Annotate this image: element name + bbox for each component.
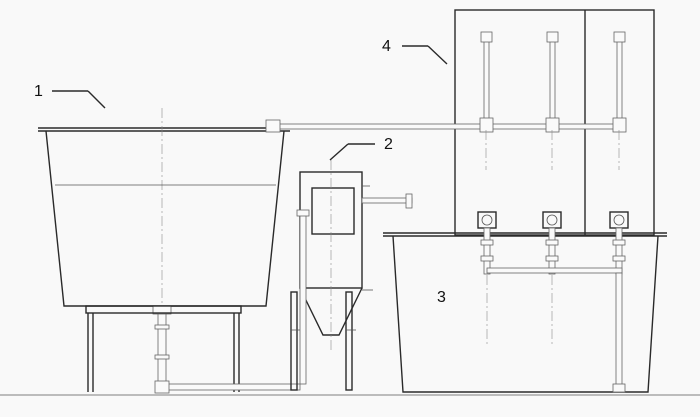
label-tank: 1 <box>34 83 43 100</box>
label-separator: 2 <box>384 136 393 153</box>
leader-2 <box>329 143 349 161</box>
panel-4 <box>265 9 655 236</box>
basin-3 <box>383 227 667 393</box>
tank-1 <box>38 108 301 394</box>
separator-2 <box>290 160 413 391</box>
label-panel: 4 <box>382 38 391 55</box>
label-basin: 3 <box>437 289 446 306</box>
